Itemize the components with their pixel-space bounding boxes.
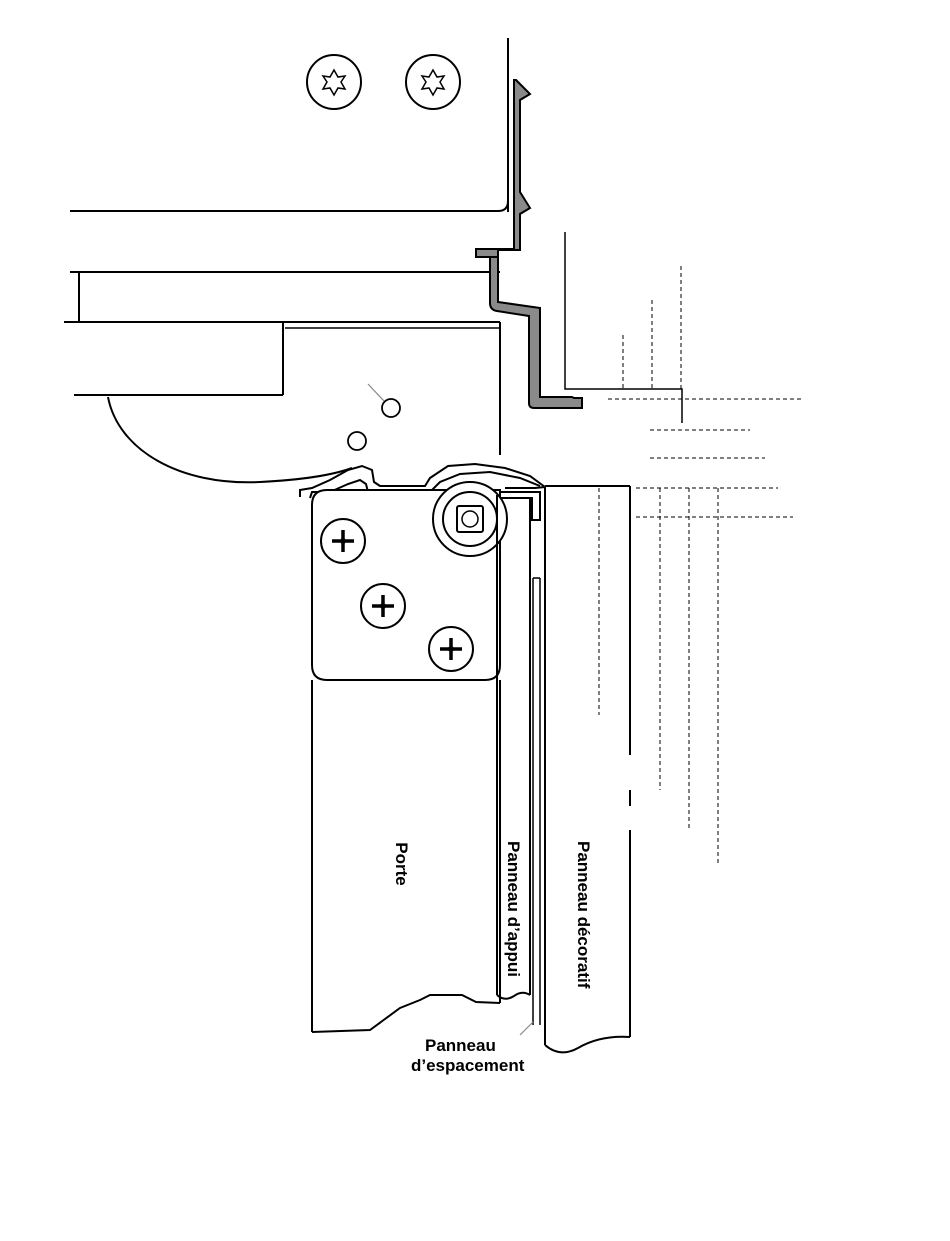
- spacer-panel-label-line2: d’espacement: [411, 1056, 525, 1075]
- spacer-panel-label-line1: Panneau: [425, 1036, 496, 1055]
- reference-lines: [565, 232, 682, 423]
- cabinet-frame: [64, 38, 508, 482]
- phillips-screw-icon[interactable]: [321, 519, 365, 563]
- hinge-holes: [348, 384, 400, 450]
- phillips-screw-icon[interactable]: [429, 627, 473, 671]
- phillips-screw-icon[interactable]: [361, 584, 405, 628]
- mounting-bracket: [476, 80, 582, 408]
- door-label: Porte: [392, 842, 411, 885]
- decorative-panel-label: Panneau décoratif: [574, 841, 593, 989]
- torx-screw-icon: [307, 55, 361, 109]
- backing-panel-label: Panneau d’appui: [504, 841, 523, 977]
- torx-screw-icon: [406, 55, 460, 109]
- adjustment-cam-icon[interactable]: [433, 482, 507, 556]
